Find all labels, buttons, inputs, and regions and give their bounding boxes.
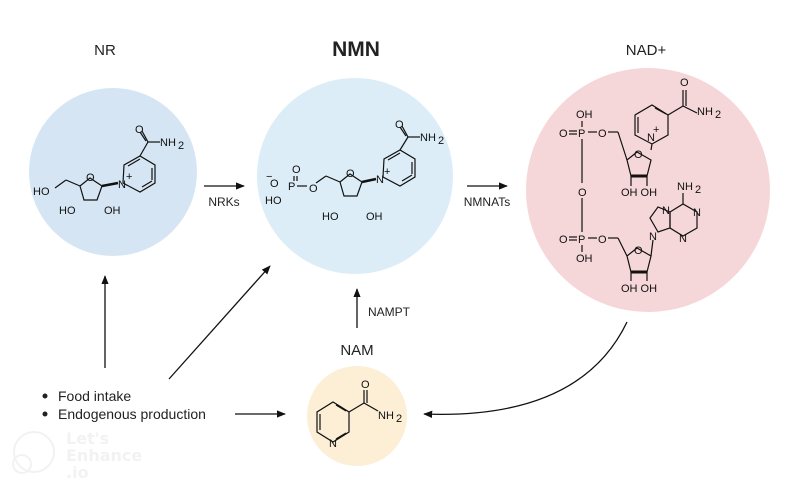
svg-text:O: O [346,168,355,180]
svg-text:NH: NH [697,106,713,118]
svg-text:O: O [598,234,607,246]
svg-text:HO: HO [265,195,282,207]
svg-text:O: O [680,77,689,89]
svg-text:NH: NH [160,137,176,149]
svg-text:O: O [598,128,607,140]
svg-text:2: 2 [438,135,444,147]
svg-text:N: N [662,205,670,217]
svg-text:N: N [118,179,126,191]
svg-text:2: 2 [695,184,701,196]
svg-text:P: P [578,234,585,246]
svg-text:OH: OH [104,205,121,217]
svg-text:+: + [384,166,390,178]
svg-text:2: 2 [178,140,184,152]
svg-text:OH: OH [366,211,383,223]
svg-text:2: 2 [396,413,402,425]
svg-text:N: N [649,231,657,243]
svg-text:O: O [395,119,404,131]
svg-text:2: 2 [715,109,721,121]
svg-text:N: N [679,233,687,245]
svg-text:.io: .io [66,463,89,482]
svg-text:NH: NH [378,410,394,422]
svg-text:O: O [270,178,279,190]
svg-text:N: N [693,207,701,219]
svg-text:Let's: Let's [66,429,109,448]
svg-text:OH: OH [576,253,593,265]
svg-text:HO: HO [59,205,76,217]
svg-text:O: O [361,379,370,391]
svg-text:O: O [86,172,95,184]
nr-circle [29,88,197,256]
arrow-nad-to-nam [423,321,628,418]
svg-text:+: + [126,171,132,183]
enzyme-nmnats: NMNATs [464,195,510,209]
svg-text:OH OH: OH OH [621,283,657,295]
svg-text:NH: NH [677,181,693,193]
svg-text:Enhance: Enhance [66,446,142,465]
source-food-intake: Food intake [58,388,131,404]
arrow-source-to-nmn [168,265,271,380]
nad-title: NAD+ [626,42,667,59]
nam-title: NAM [340,342,373,359]
svg-text:−: − [266,171,272,183]
svg-text:O: O [634,245,643,257]
svg-text:N: N [329,438,337,450]
svg-text:O: O [634,149,643,161]
watermark: Let's Enhance .io [12,429,142,482]
svg-text:O: O [578,187,587,199]
svg-text:+: + [653,124,659,136]
svg-text:OH: OH [576,109,593,121]
svg-text:P: P [288,181,295,193]
svg-text:HO: HO [33,186,50,198]
nr-title: NR [94,42,116,59]
svg-text:O: O [559,234,568,246]
svg-text:OH OH: OH OH [621,187,657,199]
svg-text:P: P [578,128,585,140]
bullet [42,411,48,417]
svg-text:N: N [647,132,655,144]
enzyme-nampt: NAMPT [368,305,411,319]
nmn-title: NMN [332,38,380,61]
svg-text:O: O [135,124,144,136]
svg-text:NH: NH [420,132,436,144]
svg-text:O: O [292,164,301,176]
svg-text:O: O [559,128,568,140]
bullet [42,393,48,399]
nad-circle [526,68,770,312]
nmn-circle [257,78,453,274]
svg-text:O: O [309,183,318,195]
source-endogenous-production: Endogenous production [58,406,206,422]
enzyme-nrks: NRKs [208,195,239,209]
svg-text:HO: HO [322,211,339,223]
svg-text:N: N [376,174,384,186]
